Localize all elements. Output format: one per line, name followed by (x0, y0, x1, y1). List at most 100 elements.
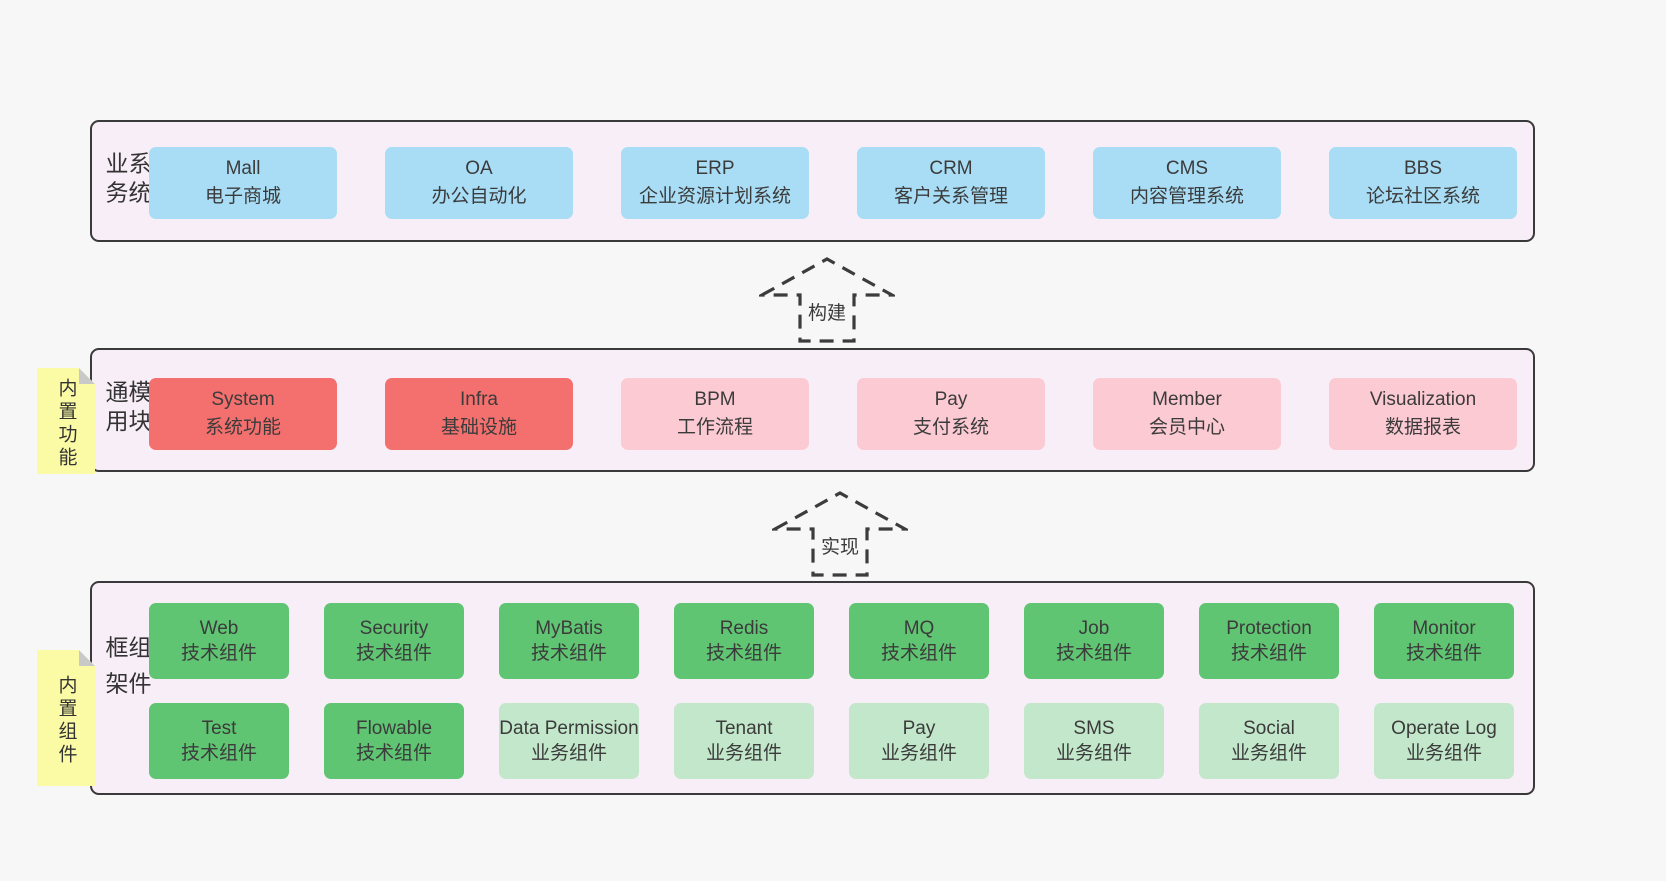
box-subtitle: 系统功能 (204, 417, 281, 438)
box-cms: CMS 内容管理系统 (1093, 147, 1281, 219)
dashed-up-arrow-icon (772, 491, 908, 577)
box-title: Pay (902, 717, 936, 739)
box-subtitle: 业务组件 (705, 743, 782, 764)
box-subtitle: 支付系统 (912, 417, 989, 438)
box-subtitle: 客户关系管理 (893, 186, 1008, 207)
box-subtitle: 企业资源计划系统 (638, 186, 791, 207)
box-subtitle: 业务组件 (1405, 743, 1482, 764)
box-subtitle: 技术组件 (355, 743, 432, 764)
box-title: Monitor (1412, 617, 1476, 639)
box-title: BPM (694, 389, 736, 411)
box-crm: CRM 客户关系管理 (857, 147, 1045, 219)
box-subtitle: 基础设施 (440, 417, 517, 438)
box-mybatis: MyBatis 技术组件 (499, 603, 639, 679)
box-sms: SMS 业务组件 (1024, 703, 1164, 779)
box-subtitle: 技术组件 (1230, 643, 1307, 664)
business-systems-row: Mall 电子商城 OA 办公自动化 ERP 企业资源计划系统 CRM 客户关系… (149, 147, 1517, 219)
box-subtitle: 内容管理系统 (1129, 186, 1244, 207)
box-test: Test 技术组件 (149, 703, 289, 779)
dashed-up-arrow-icon (759, 257, 895, 343)
box-subtitle: 技术组件 (880, 643, 957, 664)
box-title: Infra (459, 389, 499, 411)
box-job: Job 技术组件 (1024, 603, 1164, 679)
note-label: 内置组件 (55, 675, 77, 767)
box-subtitle: 论坛社区系统 (1365, 186, 1480, 207)
box-subtitle: 业务组件 (1055, 743, 1132, 764)
box-subtitle: 会员中心 (1148, 417, 1225, 438)
framework-components-panel: 框架组件 Web 技术组件 Security 技术组件 MyBatis 技术组件… (90, 581, 1535, 795)
build-arrow-label: 构建 (804, 297, 850, 326)
box-subtitle: 技术组件 (705, 643, 782, 664)
build-arrow: 构建 (759, 255, 895, 345)
business-systems-panel: 业务系统 Mall 电子商城 OA 办公自动化 ERP 企业资源计划系统 CRM… (90, 120, 1535, 242)
box-data-permission: Data Permission 业务组件 (499, 703, 639, 779)
implement-arrow: 实现 (772, 489, 908, 579)
box-title: Protection (1226, 617, 1312, 639)
box-title: Web (199, 617, 239, 639)
box-operate-log: Operate Log 业务组件 (1374, 703, 1514, 779)
box-security: Security 技术组件 (324, 603, 464, 679)
box-title: Data Permission (499, 717, 639, 739)
box-title: Social (1243, 717, 1295, 739)
box-title: Security (359, 617, 429, 639)
box-title: CRM (929, 158, 973, 180)
box-subtitle: 技术组件 (1405, 643, 1482, 664)
box-web: Web 技术组件 (149, 603, 289, 679)
box-system: System 系统功能 (149, 378, 337, 450)
box-title: Job (1078, 617, 1110, 639)
box-subtitle: 工作流程 (676, 417, 753, 438)
box-title: Redis (719, 617, 769, 639)
box-subtitle: 业务组件 (1230, 743, 1307, 764)
box-title: Operate Log (1391, 717, 1497, 739)
box-title: BBS (1403, 158, 1443, 180)
box-monitor: Monitor 技术组件 (1374, 603, 1514, 679)
box-protection: Protection 技术组件 (1199, 603, 1339, 679)
box-title: Pay (934, 389, 968, 411)
box-subtitle: 技术组件 (530, 643, 607, 664)
box-subtitle: 办公自动化 (431, 186, 527, 207)
box-subtitle: 技术组件 (1055, 643, 1132, 664)
box-bbs: BBS 论坛社区系统 (1329, 147, 1517, 219)
box-subtitle: 技术组件 (180, 743, 257, 764)
box-title: MQ (903, 617, 935, 639)
box-title: MyBatis (535, 617, 603, 639)
box-bpm: BPM 工作流程 (621, 378, 809, 450)
box-oa: OA 办公自动化 (385, 147, 573, 219)
implement-arrow-label: 实现 (817, 531, 863, 560)
common-modules-panel: 通用模块 System 系统功能 Infra 基础设施 BPM 工作流程 Pay… (90, 348, 1535, 472)
box-subtitle: 技术组件 (355, 643, 432, 664)
business-systems-label: 业务系统 (102, 151, 151, 210)
sticky-note-builtin-features: 内置功能 (37, 368, 95, 474)
box-title: Mall (225, 158, 261, 180)
box-pay-component: Pay 业务组件 (849, 703, 989, 779)
box-mq: MQ 技术组件 (849, 603, 989, 679)
box-flowable: Flowable 技术组件 (324, 703, 464, 779)
box-infra: Infra 基础设施 (385, 378, 573, 450)
box-title: Visualization (1369, 389, 1477, 411)
box-title: CMS (1165, 158, 1209, 180)
box-subtitle: 技术组件 (180, 643, 257, 664)
box-title: System (211, 389, 275, 411)
box-pay-module: Pay 支付系统 (857, 378, 1045, 450)
box-title: Flowable (355, 717, 433, 739)
box-visualization: Visualization 数据报表 (1329, 378, 1517, 450)
box-subtitle: 电子商城 (204, 186, 281, 207)
box-tenant: Tenant 业务组件 (674, 703, 814, 779)
box-mall: Mall 电子商城 (149, 147, 337, 219)
box-title: OA (465, 158, 493, 180)
common-modules-label: 通用模块 (102, 380, 151, 438)
box-title: Member (1152, 389, 1222, 411)
framework-components-label: 框架组件 (102, 635, 151, 708)
framework-components-row-1: Web 技术组件 Security 技术组件 MyBatis 技术组件 Redi… (149, 603, 1514, 679)
framework-components-row-2: Test 技术组件 Flowable 技术组件 Data Permission … (149, 703, 1514, 779)
box-redis: Redis 技术组件 (674, 603, 814, 679)
box-title: SMS (1073, 717, 1115, 739)
box-subtitle: 业务组件 (880, 743, 957, 764)
box-title: ERP (695, 158, 735, 180)
box-title: Tenant (715, 717, 773, 739)
box-subtitle: 数据报表 (1384, 417, 1461, 438)
box-subtitle: 业务组件 (530, 743, 607, 764)
note-label: 内置功能 (55, 378, 77, 470)
common-modules-row: System 系统功能 Infra 基础设施 BPM 工作流程 Pay 支付系统… (149, 378, 1517, 450)
box-title: Test (201, 717, 237, 739)
